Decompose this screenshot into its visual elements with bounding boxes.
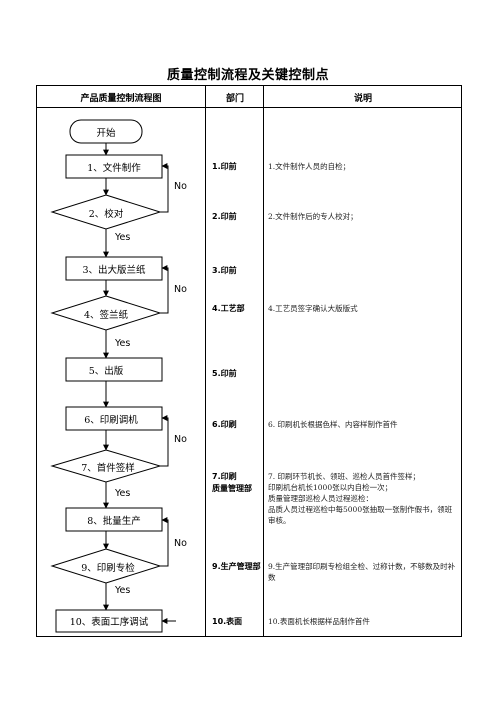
no-label-2: No	[174, 284, 187, 295]
flow-step-7-label: 7、首件签样	[81, 463, 135, 474]
flow-step-6-label: 6、印刷调机	[84, 415, 138, 426]
dept-6: 6.印刷	[212, 420, 237, 429]
no-label-3: No	[174, 434, 187, 445]
desc-10-line: 10.表面机长根据样品制作首件	[268, 617, 370, 626]
header-dept: 部门	[225, 94, 244, 104]
desc-2: 2.文件制作后的专人校对；	[268, 211, 458, 222]
yes-label-4: Yes	[115, 585, 131, 596]
desc-7-line-3: 质量管理部巡检人员过程巡检：	[268, 494, 373, 503]
flow-start-label: 开始	[96, 128, 116, 139]
yes-label-1: Yes	[115, 232, 131, 243]
desc-7-line-4: 品质人员过程巡检中每5000张抽取一张制作假书，领班审核。	[268, 505, 453, 525]
flow-step-9-label: 9、印刷专检	[81, 563, 135, 574]
dept-2: 2.印前	[212, 212, 237, 221]
desc-7-line-1: 7. 印刷环节机长、领班、巡检人员首件签样；	[268, 472, 421, 481]
desc-1: 1.文件制作人员的自检；	[268, 161, 458, 172]
desc-4-line: 4.工艺员签字确认大版版式	[268, 304, 358, 313]
flow-step-10-label: 10、表面工序调试	[69, 617, 149, 628]
flow-step-3-label: 3、出大版兰纸	[82, 265, 146, 276]
flow-step-4-label: 4、签兰纸	[83, 310, 129, 321]
desc-2-line: 2.文件制作后的专人校对；	[268, 212, 358, 221]
no-label-4: No	[174, 538, 187, 549]
flow-step-8-label: 8、批量生产	[87, 516, 141, 527]
dept-7: 7.印刷 质量管理部	[212, 472, 252, 493]
flow-step-2-label: 2、校对	[88, 209, 124, 220]
header-flow: 产品质量控制流程图	[80, 94, 162, 104]
yes-label-3: Yes	[115, 488, 131, 499]
dept-1: 1.印前	[212, 162, 237, 171]
dept-9: 9.生产管理部	[212, 562, 261, 571]
page-title: 质量控制流程及关键控制点	[166, 68, 329, 83]
desc-6-line: 6. 印刷机长根据色样、内容样制作首件	[268, 420, 398, 429]
dept-10: 10.表面	[212, 617, 243, 626]
process-box-5	[65, 357, 163, 382]
desc-7-line-2: 印刷机台机长1000张以内自检一次；	[268, 483, 393, 492]
no-label-1: No	[174, 181, 187, 192]
desc-9: 9.生产管理部印刷专检组全检、过称计数，不够数及时补数	[268, 561, 458, 583]
yes-label-2: Yes	[115, 338, 131, 349]
desc-7: 7. 印刷环节机长、领班、巡检人员首件签样； 印刷机台机长1000张以内自检一次…	[268, 471, 458, 526]
desc-1-line: 1.文件制作人员的自检；	[268, 162, 351, 171]
dept-4: 4.工艺部	[212, 304, 245, 313]
desc-4: 4.工艺员签字确认大版版式	[268, 303, 458, 314]
desc-10: 10.表面机长根据样品制作首件	[268, 616, 458, 627]
header-desc: 说明	[353, 94, 372, 104]
dept-3: 3.印前	[212, 266, 237, 275]
desc-9-line: 9.生产管理部印刷专检组全检、过称计数，不够数及时补数	[268, 562, 456, 582]
dept-5: 5.印前	[212, 369, 237, 378]
flow-step-1-label: 1、文件制作	[87, 163, 141, 174]
desc-6: 6. 印刷机长根据色样、内容样制作首件	[268, 419, 458, 430]
flow-step-5-label: 5、出版	[88, 366, 124, 377]
table-frame	[36, 85, 462, 637]
